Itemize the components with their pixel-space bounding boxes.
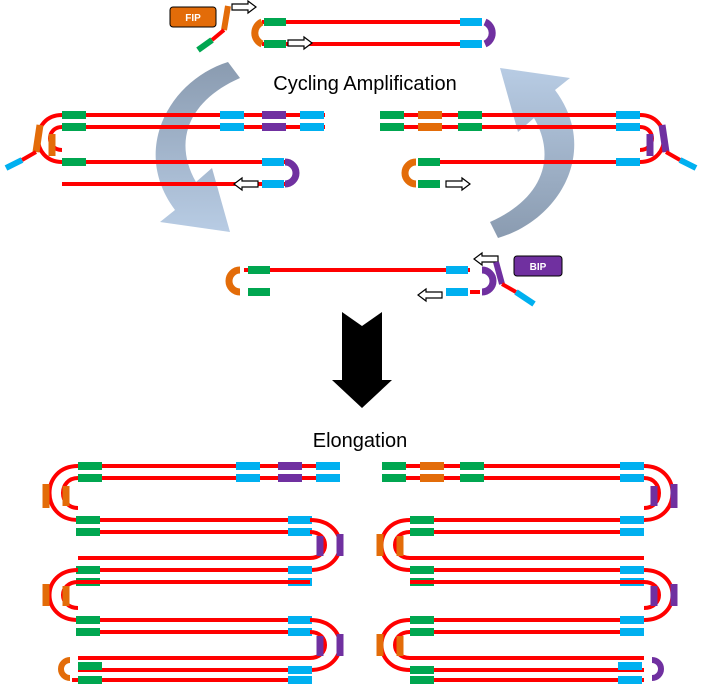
bip-label: BIP	[530, 262, 547, 273]
fip-badge	[169, 6, 217, 28]
elongation-title: Elongation	[313, 430, 408, 452]
bip-badge	[513, 255, 563, 277]
elongation-right	[376, 462, 678, 684]
extension-arrow-icon	[417, 287, 443, 303]
bottom-dumbbell: BIP	[225, 251, 563, 307]
cycle-arrow-left-icon	[155, 62, 240, 232]
extension-arrow-icon	[445, 176, 471, 192]
left-intermediate	[4, 111, 325, 192]
down-arrow-icon	[332, 312, 392, 408]
extension-arrow-icon	[287, 35, 313, 51]
fip-label: FIP	[185, 13, 201, 24]
extension-arrow-icon	[233, 176, 259, 192]
right-intermediate	[380, 111, 698, 192]
elongation-left	[42, 462, 344, 684]
extension-arrow-icon	[473, 251, 499, 267]
cycle-arrow-right-icon	[490, 68, 575, 238]
extension-arrow-icon	[231, 0, 257, 15]
cycling-amplification-title: Cycling Amplification	[273, 73, 456, 95]
top-dumbbell: FIP	[169, 0, 496, 53]
